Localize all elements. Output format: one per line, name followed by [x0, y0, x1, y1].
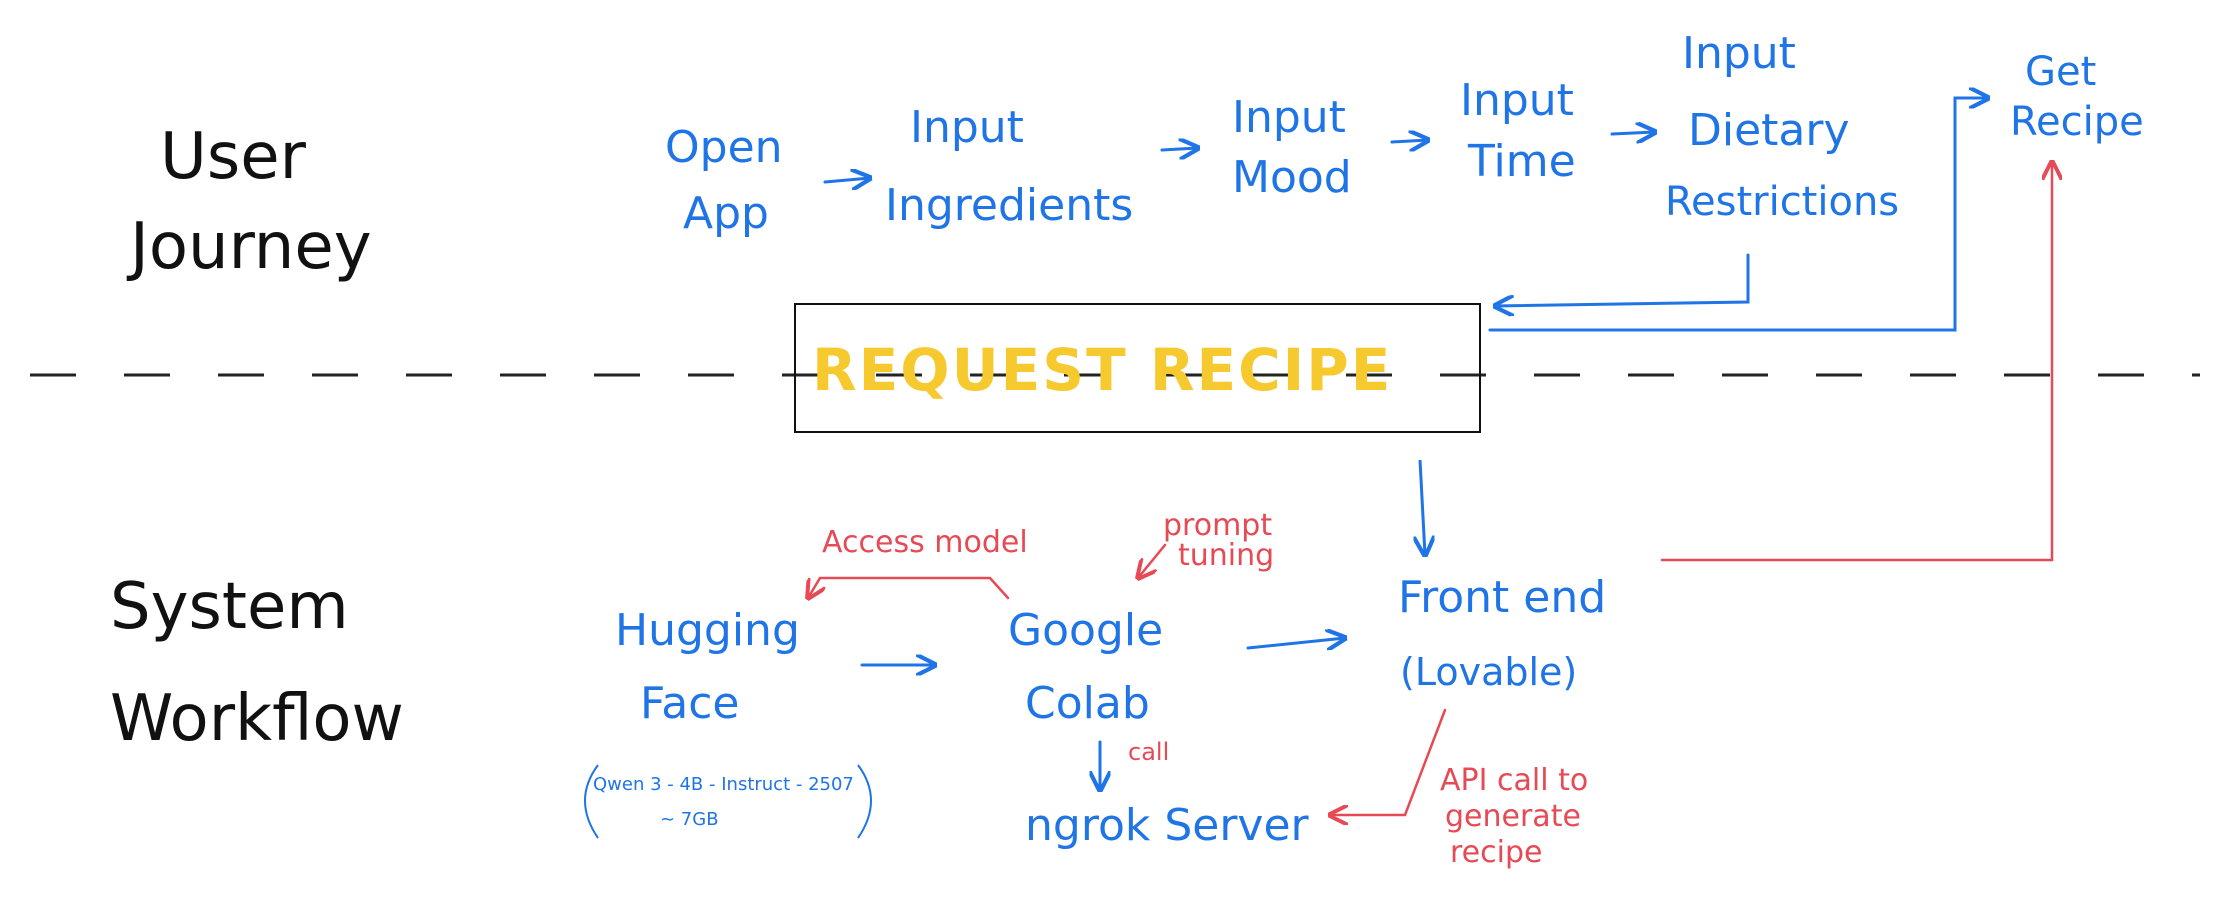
- step-get-recipe-line2: Recipe: [2010, 99, 2144, 145]
- user-journey-label: User Journey: [126, 120, 372, 284]
- arrow-mood-to-time: [1390, 140, 1428, 142]
- user-journey-label-line1: User: [160, 120, 307, 194]
- google-colab-line1: Google: [1008, 605, 1163, 656]
- step-dietary-line3: Restrictions: [1665, 179, 1899, 225]
- annotation-prompt-line1: prompt: [1163, 508, 1272, 543]
- step-open-app-line1: Open: [665, 122, 783, 173]
- step-input-dietary-restrictions: Input Dietary Restrictions: [1665, 28, 1899, 225]
- system-workflow-label-line2: Workflow: [110, 682, 404, 756]
- step-input-ingredients-line2: Ingredients: [885, 180, 1133, 231]
- arrow-open-to-ingredients: [823, 178, 870, 182]
- model-note-left-paren: [584, 764, 599, 839]
- step-dietary-line2: Dietary: [1688, 105, 1850, 156]
- step-get-recipe-line1: Get: [2025, 49, 2096, 95]
- user-journey-label-line2: Journey: [126, 210, 372, 284]
- annotation-api-line2: generate: [1445, 799, 1581, 834]
- arrow-dietary-to-request: [1495, 253, 1750, 306]
- step-input-time-line1: Input: [1460, 75, 1574, 126]
- arrow-time-to-dietary: [1610, 132, 1655, 134]
- arrow-frontend-to-ngrok: [1330, 708, 1447, 815]
- step-input-time-line2: Time: [1467, 136, 1576, 187]
- request-recipe-box: REQUEST RECIPE: [794, 303, 1481, 433]
- system-workflow-label-line1: System: [110, 570, 349, 644]
- arrow-prompt-tuning: [1138, 543, 1167, 578]
- model-note-right-paren: [857, 764, 872, 839]
- frontend-line2: (Lovable): [1400, 650, 1577, 694]
- step-dietary-line1: Input: [1682, 28, 1796, 79]
- model-note-line1: Qwen 3 - 4B - Instruct - 2507: [593, 774, 854, 795]
- hugging-face-line2: Face: [640, 678, 740, 729]
- annotations: Access model prompt tuning call API call…: [822, 508, 1588, 870]
- hugging-face-model-note: Qwen 3 - 4B - Instruct - 2507 ~ 7GB: [584, 764, 872, 839]
- annotation-access-model: Access model: [822, 525, 1028, 560]
- step-input-mood-line2: Mood: [1232, 152, 1352, 203]
- arrow-request-to-get-recipe: [1488, 98, 1988, 332]
- google-colab-line2: Colab: [1025, 678, 1150, 729]
- frontend-line1: Front end: [1398, 572, 1606, 623]
- ngrok-server-label: ngrok Server: [1025, 800, 1310, 851]
- request-recipe-border: [794, 303, 1481, 433]
- step-input-ingredients-line1: Input: [910, 102, 1024, 153]
- step-open-app: Open App: [665, 122, 783, 239]
- step-input-ingredients: Input Ingredients: [885, 102, 1133, 231]
- arrow-ingredients-to-mood: [1160, 148, 1198, 150]
- step-input-time: Input Time: [1460, 75, 1576, 187]
- step-get-recipe: Get Recipe: [2010, 49, 2144, 145]
- arrow-colab-to-frontend: [1246, 638, 1345, 648]
- system-workflow-label: System Workflow: [110, 570, 404, 756]
- annotation-prompt-line2: tuning: [1178, 538, 1274, 573]
- hugging-face-line1: Hugging: [615, 605, 800, 656]
- request-recipe-label: REQUEST RECIPE: [812, 336, 1392, 404]
- step-open-app-line2: App: [683, 188, 769, 239]
- arrow-request-to-frontend: [1420, 459, 1425, 555]
- node-google-colab: Google Colab: [1008, 605, 1163, 729]
- step-input-mood-line1: Input: [1232, 92, 1346, 143]
- annotation-api-line3: recipe: [1450, 835, 1542, 870]
- annotation-api-line1: API call to: [1440, 763, 1588, 798]
- node-ngrok-server: ngrok Server: [1025, 800, 1310, 851]
- node-frontend: Front end (Lovable): [1398, 572, 1606, 694]
- model-note-line2: ~ 7GB: [660, 809, 719, 830]
- arrow-frontend-to-get-recipe: [1660, 162, 2052, 562]
- node-hugging-face: Hugging Face: [615, 605, 800, 729]
- step-input-mood: Input Mood: [1232, 92, 1352, 203]
- arrow-access-model: [808, 576, 1010, 598]
- annotation-call: call: [1128, 738, 1169, 766]
